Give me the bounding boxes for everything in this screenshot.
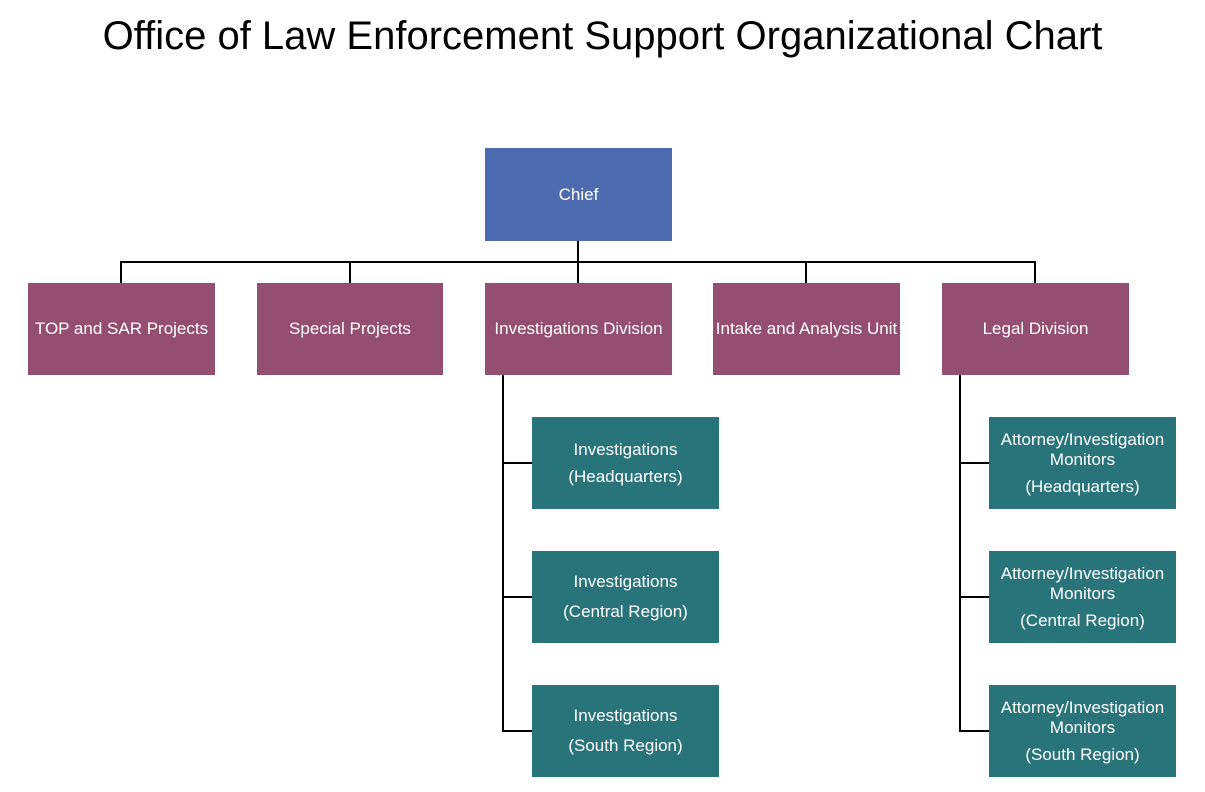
- chart-title: Office of Law Enforcement Support Organi…: [102, 14, 1103, 58]
- legal-unit-headquarters: Attorney/Investigation Monitors (Headqua…: [989, 417, 1176, 509]
- legal-unit-central: Attorney/Investigation Monitors (Central…: [989, 551, 1176, 643]
- unit-label: Attorney/Investigation Monitors: [1000, 429, 1165, 469]
- unit-label: Investigations: [573, 572, 678, 591]
- division-label: TOP and SAR Projects: [34, 319, 209, 338]
- division-top-sar-projects: TOP and SAR Projects: [28, 283, 215, 375]
- unit-region: (Central Region): [563, 602, 688, 621]
- division-special-projects: Special Projects: [257, 283, 443, 375]
- unit-region: (Headquarters): [568, 466, 683, 486]
- unit-region: (Central Region): [1020, 610, 1145, 630]
- unit-label: Investigations: [573, 706, 678, 725]
- investigations-unit-headquarters: Investigations (Headquarters): [532, 417, 719, 509]
- division-legal: Legal Division: [942, 283, 1129, 375]
- division-label: Legal Division: [982, 319, 1089, 338]
- investigations-unit-south: Investigations (South Region): [532, 685, 719, 777]
- chief-label: Chief: [558, 184, 599, 204]
- chief-box: Chief: [485, 148, 672, 241]
- legal-unit-south: Attorney/Investigation Monitors (South R…: [989, 685, 1176, 777]
- unit-label: Attorney/Investigation Monitors: [1000, 697, 1165, 737]
- division-label: Intake and Analysis Unit: [715, 319, 898, 338]
- division-label: Special Projects: [289, 319, 411, 338]
- division-label: Investigations Division: [494, 319, 663, 338]
- unit-region: (Headquarters): [1025, 476, 1140, 496]
- investigations-unit-central: Investigations (Central Region): [532, 551, 719, 643]
- unit-label: Investigations: [573, 439, 678, 459]
- division-intake-analysis-unit: Intake and Analysis Unit: [713, 283, 900, 375]
- division-investigations: Investigations Division: [485, 283, 672, 375]
- unit-region: (South Region): [1025, 744, 1140, 764]
- unit-region: (South Region): [568, 736, 683, 755]
- unit-label: Attorney/Investigation Monitors: [1000, 563, 1165, 603]
